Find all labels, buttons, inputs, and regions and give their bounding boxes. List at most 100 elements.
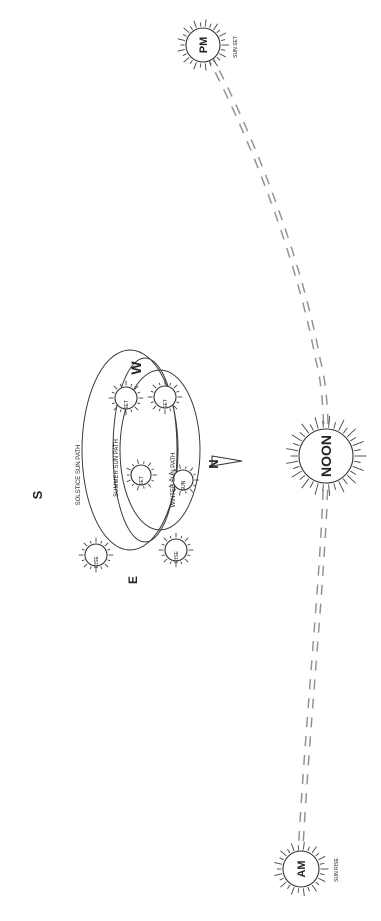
sun-ray <box>292 465 300 470</box>
sun-ray <box>301 423 310 434</box>
sun-ray <box>137 486 139 491</box>
sun-ray <box>287 884 291 890</box>
sun-ray <box>150 390 154 393</box>
sun-ray <box>126 467 131 471</box>
sun-ray <box>319 862 325 865</box>
sun-ray <box>183 56 190 63</box>
sun-ray <box>83 563 88 568</box>
sun-noon: NOON <box>298 428 354 484</box>
sun-ray <box>151 468 154 471</box>
sun-ray <box>81 559 85 562</box>
sun-ray <box>111 402 115 405</box>
sun-ray <box>309 424 314 431</box>
compass-east: E <box>126 576 140 584</box>
sun-ray <box>328 415 331 428</box>
small-sun-label: RISE <box>94 556 100 568</box>
sun-ray <box>342 478 348 485</box>
sun-ray <box>147 462 152 467</box>
sun-ray <box>137 459 139 464</box>
sun-ray <box>152 405 157 410</box>
sun-ray <box>209 62 212 67</box>
sun-ray <box>137 391 141 394</box>
sun-ray <box>130 383 133 387</box>
sun-ray <box>322 420 324 428</box>
sun-ray <box>100 566 103 570</box>
sun-ray <box>311 884 317 892</box>
sun-ray <box>319 873 325 876</box>
sun-rays <box>78 19 367 897</box>
sun-ray <box>274 873 283 877</box>
sun-ray <box>168 472 173 476</box>
sun-ray <box>180 561 183 565</box>
sun-ray <box>315 881 320 886</box>
sun-ray <box>168 484 173 488</box>
sun-ray <box>219 53 227 58</box>
sun-ray <box>113 385 118 390</box>
sun-ray <box>81 548 85 551</box>
sun-ray <box>173 384 178 389</box>
sun-ray <box>315 852 320 857</box>
solstice-path-label: SOLSTICE SUN PATH <box>76 445 82 506</box>
small-sun-label: SET <box>139 476 145 486</box>
sun-ray <box>187 554 191 557</box>
small-sun-set-low: SET <box>153 385 177 409</box>
sun-ray <box>161 554 165 557</box>
compass-north: N <box>206 459 221 468</box>
sun-ray <box>307 887 310 892</box>
sun-ray <box>163 558 168 563</box>
sun-ray <box>193 484 196 487</box>
sun-ray <box>104 563 109 568</box>
north-arrow-icon <box>211 455 243 467</box>
sun-ray <box>286 460 299 464</box>
sun-ray <box>179 464 181 469</box>
sun-ray <box>177 48 186 52</box>
small-sun-label: SET <box>124 400 130 410</box>
sun-ray <box>290 843 295 851</box>
sun-ray <box>176 390 180 393</box>
sun-ray <box>158 382 161 386</box>
sun-ray <box>338 419 345 431</box>
sun-ray <box>89 566 92 570</box>
sun-ray <box>346 474 357 484</box>
sun-ray <box>216 56 221 61</box>
sun-ray <box>216 29 221 34</box>
sun-ray <box>83 542 88 547</box>
sun-ray <box>204 63 207 71</box>
sun-ray <box>126 479 131 483</box>
sun-ray <box>182 34 187 37</box>
sun-ray <box>113 406 118 411</box>
sun-ray <box>314 417 319 429</box>
winter-path-label: WINTER SUN PATH <box>171 453 177 508</box>
sun-ray <box>328 484 331 497</box>
sun-ray <box>182 53 187 56</box>
sun-ray <box>338 481 345 493</box>
sun-ray <box>301 478 310 489</box>
sun-ray <box>353 449 361 452</box>
sun-ray <box>176 401 180 404</box>
sun-ray <box>137 402 141 405</box>
winter-path-ellipse <box>119 369 201 531</box>
sun-ray <box>204 19 207 27</box>
sun-ray <box>279 857 284 861</box>
sun-ray <box>189 488 194 493</box>
sun-ray <box>349 437 357 442</box>
sun-ray <box>173 488 177 492</box>
sun-ray <box>111 391 115 394</box>
sun-ray <box>199 22 202 27</box>
compass-south: S <box>30 490 45 499</box>
sun-pm-label: PM <box>198 37 210 54</box>
sun-ray <box>307 846 310 851</box>
sun-ray <box>280 881 287 888</box>
sun-ray <box>169 535 172 539</box>
sun-ray <box>119 409 122 413</box>
sun-ray <box>311 846 317 854</box>
small-sun-noon-low: SUN <box>172 469 194 491</box>
solstice-path-ellipse <box>81 349 179 551</box>
summer-path-label: SUMMER SUN PATH <box>114 439 120 497</box>
sun-ray <box>287 848 291 854</box>
sun-ray <box>131 463 135 467</box>
sun-ray <box>185 491 187 494</box>
sun-ray <box>173 468 177 472</box>
sun-am-label: AM <box>296 860 308 877</box>
sun-am: AM SUN RISE <box>282 850 340 888</box>
